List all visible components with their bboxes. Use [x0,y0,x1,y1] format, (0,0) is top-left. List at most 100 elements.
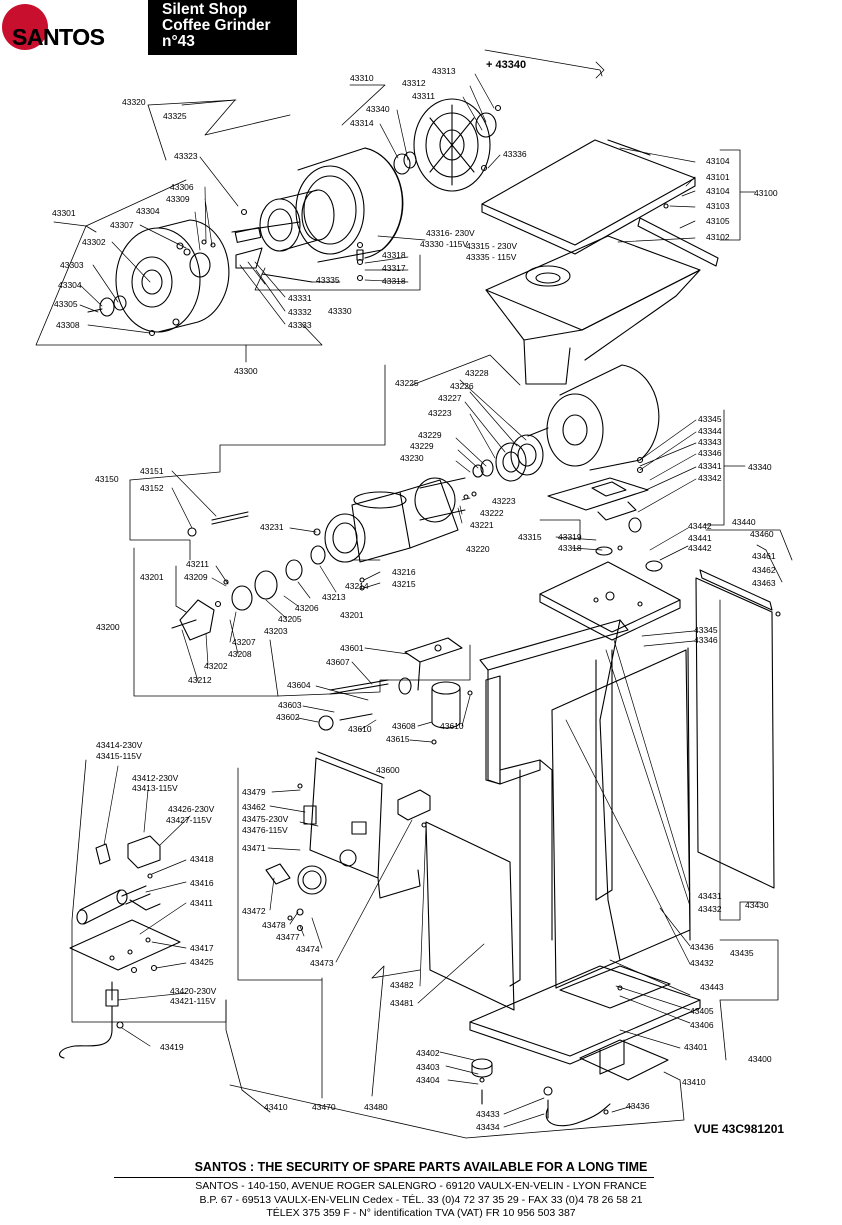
stator-housing [295,147,404,263]
footer-divider [114,1177,654,1178]
part-label: 43302 [82,237,106,247]
part-label: 43335 [316,275,340,285]
logo-red-disc-icon [2,4,48,50]
part-label: 43318 [382,250,406,260]
title-line-3: n°43 [162,33,195,50]
relay-and-switch [95,835,161,879]
part-label: 43305 [54,299,78,309]
part-label: 43340 [748,462,772,472]
part-label: 43220 [466,544,490,554]
part-label: 43442 [688,521,712,531]
part-label: 43345 [698,414,722,424]
part-label: 43215 [392,579,416,589]
part-label: 43323 [174,151,198,161]
part-label: 43304 [136,206,160,216]
part-label: 43222 [480,508,504,518]
part-label: 43610 [440,721,464,731]
part-label: 43216 [392,567,416,577]
part-label: 43400 [748,1054,772,1064]
part-label: 43421-115V [170,996,216,1006]
part-label: 43313 [432,66,456,76]
title-line-1: Silent Shop [162,1,248,18]
rear-motor-housing [115,219,230,333]
part-label: 43228 [465,368,489,378]
electrical-plate [69,919,181,974]
part-label: 43343 [698,437,722,447]
part-label: 43601 [340,643,364,653]
part-label: 43211 [186,559,209,569]
part-label: 43462 [752,565,776,575]
part-label: 43481 [390,998,414,1008]
doser-assembly [318,637,473,745]
rotor-assembly [231,189,335,283]
part-label: 43420-230V [170,986,217,996]
part-label: 43213 [322,592,346,602]
part-label: 43472 [242,906,266,916]
part-label: 43309 [166,194,190,204]
part-label: 43474 [296,944,320,954]
part-label: 43229 [418,430,442,440]
part-label: 43602 [276,712,300,722]
part-label: 43413-115V [132,783,178,793]
grinding-chamber [231,477,466,611]
part-label: 43308 [56,320,80,330]
part-label: 43301 [52,208,76,218]
part-label: 43461 [752,551,776,561]
control-panel-bracket [297,751,421,899]
title-box: Silent Shop Coffee Grinder n°43 [148,0,297,55]
part-label: 43342 [698,473,722,483]
part-label: 43340 [366,104,390,114]
part-label: 43607 [326,657,350,667]
part-label: 43406 [690,1020,714,1030]
part-label: 43402 [416,1048,440,1058]
part-label: 43214 [345,581,369,591]
part-label: 43442 [688,543,712,553]
part-label: 43403 [416,1062,440,1072]
part-label: 43207 [232,637,256,647]
part-label: 43325 [163,111,187,121]
part-label: 43463 [752,578,776,588]
front-panel [551,649,691,989]
part-label: 43330 [328,306,352,316]
part-label: 43221 [470,520,494,530]
part-label: 43431 [698,891,722,901]
part-label: 43223 [492,496,516,506]
part-label: 43320 [122,97,146,107]
footer-title: SANTOS : THE SECURITY OF SPARE PARTS AVA… [194,1160,648,1174]
rear-side-panel [695,569,781,889]
part-label: 43341 [698,461,722,471]
part-label: 43151 [140,466,164,476]
part-label: 43229 [410,441,434,451]
part-label: 43604 [287,680,311,690]
part-label: 43346 [694,635,718,645]
part-label: 43345 [694,625,718,635]
part-label: 43102 [706,232,730,242]
part-label: 43471 [242,843,266,853]
shaft-rod [187,511,249,537]
part-label: 43150 [95,474,119,484]
part-label: 43430 [745,900,769,910]
part-label: 43411 [190,898,213,908]
part-label: 43103 [706,201,730,211]
part-label: 43433 [476,1109,500,1119]
part-label: + 43340 [486,59,526,71]
part-label: 43201 [340,610,364,620]
title-line-2: Coffee Grinder [162,17,271,34]
part-label: 43462 [242,802,266,812]
part-label: 43333 [288,320,312,330]
part-label: 43416 [190,878,214,888]
grinding-burrs [463,434,544,500]
part-label: 43470 [312,1102,336,1112]
part-label: 43412-230V [132,773,179,783]
part-label: 43435 [730,948,754,958]
part-label: 43426-230V [168,804,215,814]
leader-lines [79,73,697,1128]
footer-address-line-3: TÉLEX 375 359 F - N° identification TVA … [266,1207,576,1219]
part-label: 43316- 230V [426,228,475,238]
part-label: 43434 [476,1122,500,1132]
part-label: 43346 [698,448,722,458]
part-label: 43425 [190,957,214,967]
rear-panel [421,821,515,1011]
part-label: 43314 [350,118,374,128]
timer-box [397,789,431,821]
